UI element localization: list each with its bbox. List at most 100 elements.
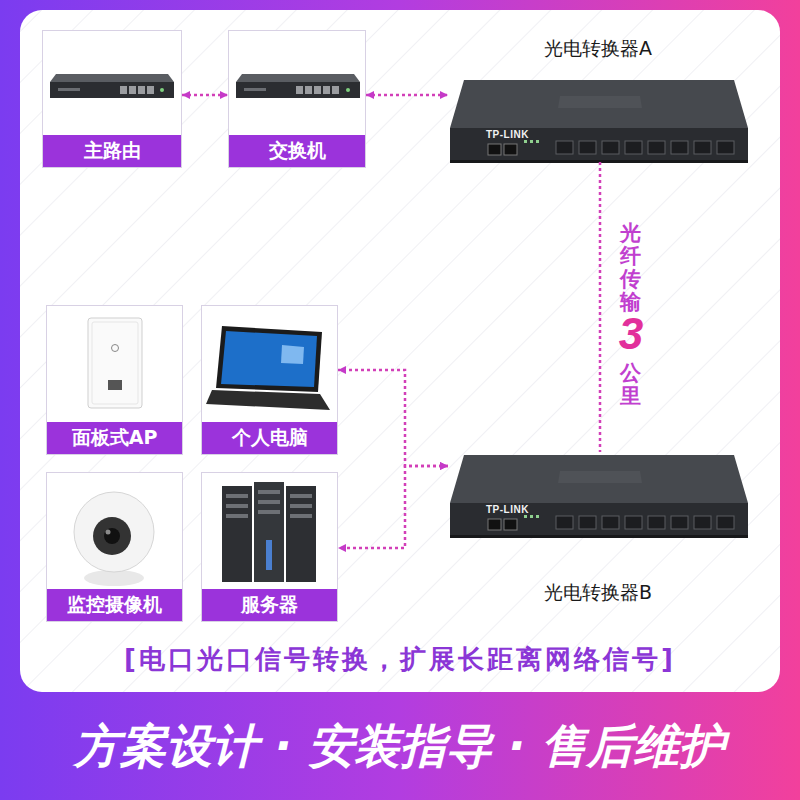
label-bar: 监控摄像机 xyxy=(47,589,182,621)
server-icon xyxy=(222,482,316,582)
device-card: 面板式AP xyxy=(46,305,183,455)
signal-link xyxy=(599,162,602,452)
connectors xyxy=(182,95,600,548)
led xyxy=(536,140,539,143)
signal-link xyxy=(338,370,448,466)
switch-badge xyxy=(244,88,266,91)
laptop-screen xyxy=(221,331,317,387)
server-rack xyxy=(254,482,284,582)
router-icon xyxy=(50,74,174,98)
led xyxy=(530,140,533,143)
server-bay xyxy=(258,500,280,504)
lens-glint xyxy=(106,530,111,535)
converter-front xyxy=(450,503,748,535)
led xyxy=(524,140,527,143)
signal-link xyxy=(182,94,228,97)
converter-top xyxy=(450,455,748,503)
rj45-port xyxy=(504,144,517,155)
label-bar: 个人电脑 xyxy=(202,422,337,454)
card-ground xyxy=(228,30,366,168)
port xyxy=(147,86,154,94)
port xyxy=(314,86,321,94)
rj45-port xyxy=(488,144,501,155)
device-card: 服务器 xyxy=(201,472,338,622)
converter-node: 光电转换器B xyxy=(448,452,748,608)
label-bar: 交换机 xyxy=(229,135,365,167)
port xyxy=(305,86,312,94)
led xyxy=(524,515,527,518)
white-card xyxy=(20,10,780,692)
port xyxy=(120,86,127,94)
sfp-port xyxy=(602,516,619,529)
ap-panel xyxy=(88,318,142,408)
sfp-port xyxy=(671,516,688,529)
server-bay xyxy=(226,504,248,508)
card-ground xyxy=(201,472,338,622)
sfp-port xyxy=(602,141,619,154)
distance-unit: 公里 xyxy=(620,362,641,408)
ap-port xyxy=(108,380,122,390)
router-front xyxy=(50,82,174,98)
server-bay xyxy=(258,490,280,494)
port xyxy=(332,86,339,94)
sfp-port xyxy=(556,516,573,529)
sfp-port xyxy=(694,516,711,529)
port xyxy=(129,86,136,94)
server-rack xyxy=(286,486,316,582)
sfp-port xyxy=(625,516,642,529)
port xyxy=(138,86,145,94)
card-ground xyxy=(201,305,338,455)
led xyxy=(160,88,164,92)
converter-top xyxy=(450,80,748,128)
screen-logo xyxy=(281,345,304,364)
converter-base xyxy=(450,535,748,538)
converter-front xyxy=(450,128,748,160)
server-rack xyxy=(222,486,252,582)
device-card: 个人电脑 xyxy=(201,305,338,455)
server-bay xyxy=(290,514,312,518)
card-ground xyxy=(46,305,183,455)
camera-pupil xyxy=(104,528,120,544)
sfp-port xyxy=(694,141,711,154)
label-bar: 主路由 xyxy=(43,135,181,167)
signal-link xyxy=(338,466,448,548)
camera-icon xyxy=(74,492,154,586)
distance-number: 3 xyxy=(618,312,644,356)
device-card: 主路由 xyxy=(42,30,182,168)
switch-icon xyxy=(236,74,360,98)
sfp-port xyxy=(648,141,665,154)
sfp-port xyxy=(579,141,596,154)
device-label: 交换机 xyxy=(269,138,326,164)
router-badge xyxy=(58,88,80,91)
signal-link xyxy=(366,94,448,97)
sfp-port xyxy=(625,141,642,154)
fiber-note: 光纤传输 xyxy=(620,222,641,314)
device-label: 面板式AP xyxy=(72,425,158,451)
rj45-port xyxy=(488,519,501,530)
label-bar: 面板式AP xyxy=(47,422,182,454)
server-bay xyxy=(290,494,312,498)
server-bay xyxy=(226,494,248,498)
switch-top xyxy=(236,74,360,82)
port xyxy=(323,86,330,94)
server-light xyxy=(266,540,272,570)
laptop-base xyxy=(206,390,330,410)
card-ground xyxy=(42,30,182,168)
device-label: 主路由 xyxy=(84,138,141,164)
sfp-port xyxy=(717,141,734,154)
converter-emboss xyxy=(558,471,642,483)
converter-node: 光电转换器A xyxy=(448,34,748,162)
ap-inner xyxy=(92,322,138,404)
led xyxy=(530,515,533,518)
service-banner: 方案设计 · 安装指导 · 售后维护 xyxy=(0,716,800,778)
server-bay xyxy=(290,504,312,508)
sfp-port xyxy=(648,516,665,529)
brand-logo: TP-LINK xyxy=(486,504,529,515)
sfp-port xyxy=(556,141,573,154)
device-label: 服务器 xyxy=(241,592,298,618)
laptop-icon xyxy=(206,326,330,410)
